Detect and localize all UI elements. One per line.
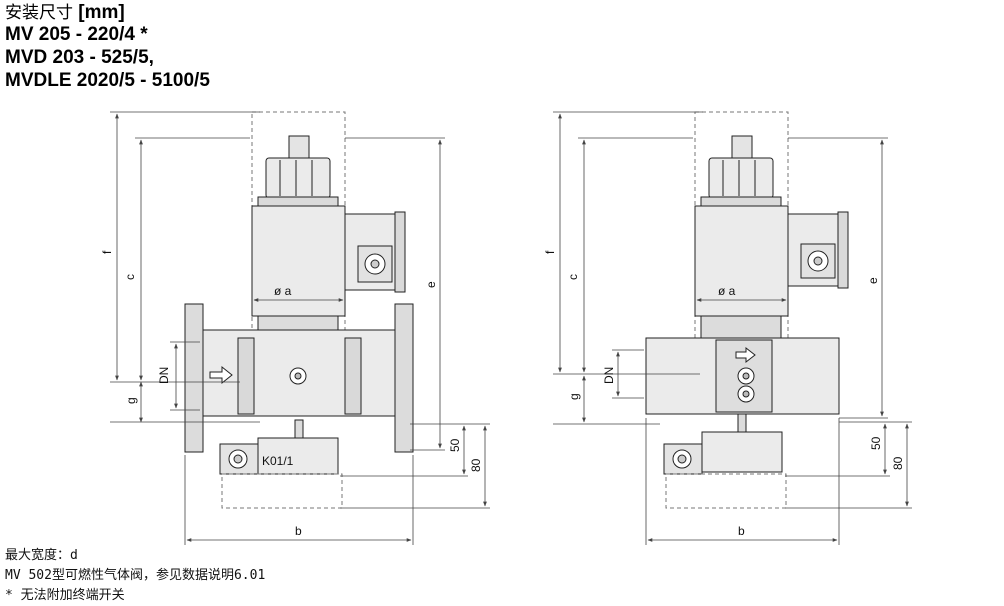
left-dimension-labels: f c g DN e 50 80 ø a b K01/1	[100, 250, 483, 538]
coil-neck	[700, 315, 782, 339]
end-switch-housing	[701, 431, 783, 473]
inlet-flange	[184, 303, 204, 453]
left-dimension-lines	[110, 111, 490, 545]
outlet-flange	[394, 303, 414, 453]
left-valve-view	[184, 111, 414, 509]
right-dimension-lines	[553, 111, 912, 545]
dim-b-right: b	[738, 524, 745, 538]
footnote-reference: MV 502型可燃性气体阀，参见数据说明6.01	[5, 568, 266, 583]
title-unit: [mm]	[78, 2, 125, 23]
dim-b-left: b	[295, 524, 302, 538]
model-line-3: MVDLE 2020/5 - 5100/5	[5, 70, 210, 91]
dim-50-right: 50	[869, 436, 883, 450]
footnote-no-switch: * 无法附加终端开关	[5, 588, 125, 603]
connector-cap	[288, 135, 310, 161]
dim-oa-right: ø a	[718, 284, 736, 298]
flow-direction-arrow-icon	[735, 346, 756, 364]
coil-body	[694, 205, 789, 317]
flow-direction-arrow-icon	[209, 365, 233, 385]
title-cn: 安装尺寸	[5, 3, 73, 23]
dim-e-right: e	[866, 277, 880, 284]
dim-e-left: e	[424, 281, 438, 288]
drawing-title: 安装尺寸 [mm]	[5, 2, 125, 24]
dim-g-right: g	[567, 393, 581, 400]
coil-body	[251, 205, 346, 317]
cable-gland	[265, 157, 331, 199]
dim-50-left: 50	[448, 438, 462, 452]
dim-f-left: f	[100, 250, 114, 254]
right-dimension-labels: f c g DN e 50 80 ø a b	[543, 250, 905, 538]
model-line-2: MVD 203 - 525/5,	[5, 47, 154, 68]
dim-80-right: 80	[891, 456, 905, 470]
footnote-max-width: 最大宽度：d	[5, 548, 78, 563]
cable-gland	[708, 157, 774, 199]
model-line-1: MV 205 - 220/4 *	[5, 24, 148, 45]
connector-cap	[731, 135, 753, 161]
dim-oa-left: ø a	[274, 284, 292, 298]
dim-80-left: 80	[469, 458, 483, 472]
dim-f-right: f	[543, 250, 557, 254]
dim-dn-right: DN	[602, 367, 616, 384]
dim-g-left: g	[124, 397, 138, 404]
k01-label-left: K01/1	[262, 454, 294, 468]
right-valve-view	[645, 111, 849, 509]
dim-dn-left: DN	[157, 367, 171, 384]
dim-c-right: c	[566, 274, 580, 280]
dim-c-left: c	[123, 274, 137, 280]
